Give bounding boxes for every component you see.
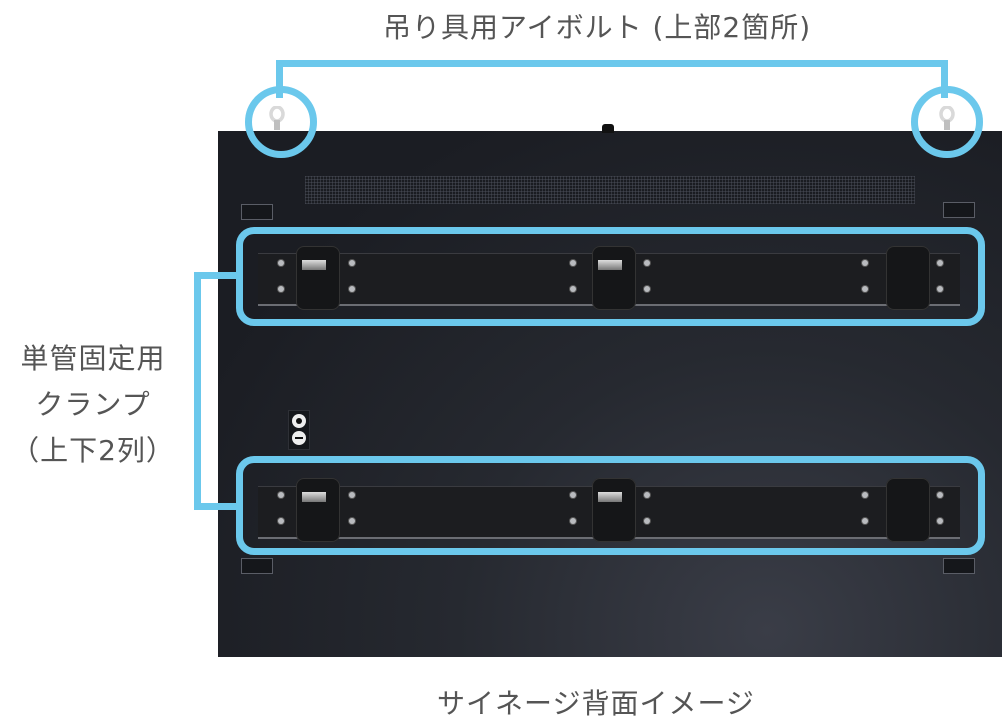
clamp-bracket (886, 478, 930, 542)
top-knob (602, 124, 614, 133)
handle-bottom-right (943, 558, 975, 574)
screw (570, 260, 576, 266)
screw (349, 260, 355, 266)
clamp-bracket (886, 246, 930, 310)
handle-top-left (241, 204, 273, 220)
clamp-connector-bottom (194, 503, 240, 510)
screw (349, 518, 355, 524)
signage-back-panel (218, 131, 1002, 657)
eyebolt-connector-horizontal (276, 60, 948, 67)
clamp-bracket (592, 478, 636, 542)
handle-top-right (943, 202, 975, 218)
screw (862, 260, 868, 266)
clamp-bracket (296, 246, 340, 310)
eyebolt-connector-left-drop (276, 60, 283, 98)
screw (644, 492, 650, 498)
screw (278, 286, 284, 292)
screw (937, 518, 943, 524)
clamp-bracket (296, 478, 340, 542)
screw (644, 518, 650, 524)
screw (937, 492, 943, 498)
ventilation-grille (305, 176, 915, 204)
connector-jack (288, 410, 310, 450)
eyebolt-left-highlight (245, 86, 317, 158)
screw (278, 518, 284, 524)
clamp-label-line3: （上下2列） (11, 434, 175, 467)
clamp-bracket (592, 246, 636, 310)
screw (570, 518, 576, 524)
caption: サイネージ背面イメージ (437, 687, 755, 720)
screw (862, 518, 868, 524)
screw (278, 492, 284, 498)
screw (862, 286, 868, 292)
clamp-label-line2: クランプ (35, 388, 151, 421)
screw (570, 492, 576, 498)
eyebolt-right-highlight (911, 86, 983, 158)
clamp-label: 単管固定用 クランプ （上下2列） (8, 336, 178, 474)
screw (644, 260, 650, 266)
screw (349, 286, 355, 292)
screw (937, 286, 943, 292)
screw (644, 286, 650, 292)
clamp-connector-top (194, 272, 240, 279)
screw (862, 492, 868, 498)
screw (349, 492, 355, 498)
clamp-connector-vertical (194, 272, 201, 510)
eyebolt-connector-right-drop (941, 60, 948, 98)
screw (937, 260, 943, 266)
clamp-label-line1: 単管固定用 (20, 342, 166, 375)
screw (570, 286, 576, 292)
handle-bottom-left (241, 558, 273, 574)
screw (278, 260, 284, 266)
clamp-row-lower-highlight (236, 456, 985, 555)
clamp-row-upper-highlight (236, 227, 985, 326)
eyebolt-label: 吊り具用アイボルト (上部2箇所) (383, 11, 812, 44)
